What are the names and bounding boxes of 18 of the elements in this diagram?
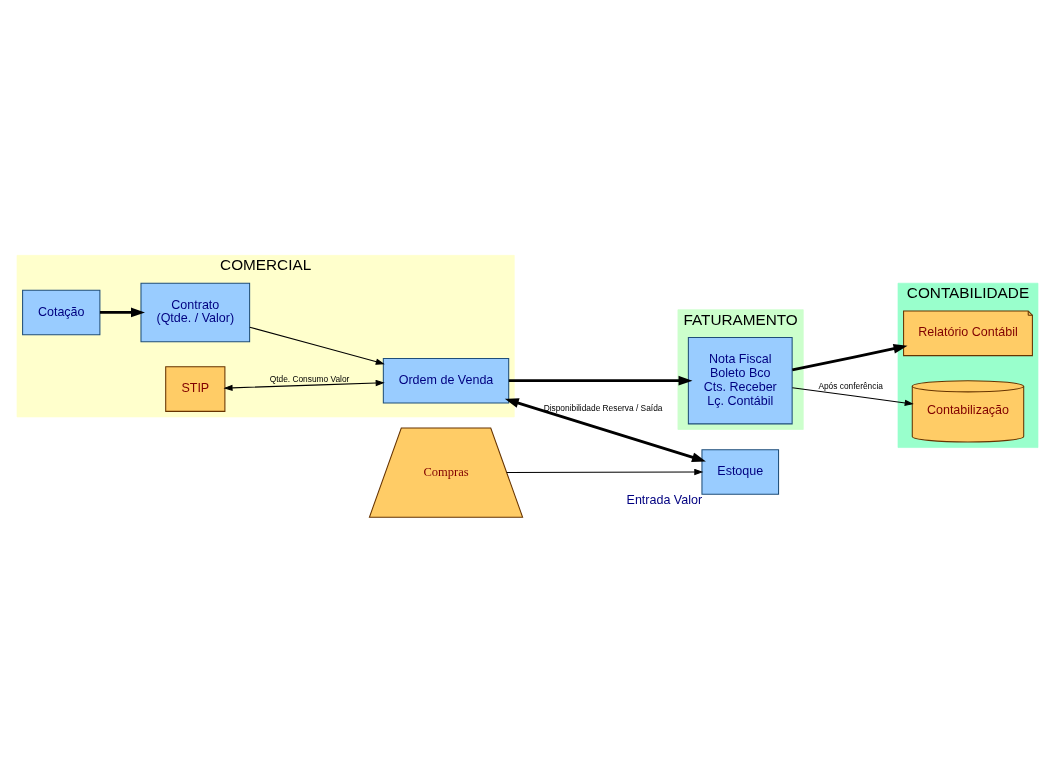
node-box: Nota Fiscal Boleto Bco Cts. Receber Lç. Contábil [687, 336, 793, 424]
arrow [223, 379, 385, 391]
arrow [791, 386, 914, 406]
arrow [504, 397, 706, 462]
node-box: Contrato (Qtde. / Valor) [140, 282, 251, 342]
node-box: STIP [165, 365, 226, 412]
arrow [99, 307, 145, 317]
edge-label: Após conferência [818, 380, 883, 391]
edge-label: Qtde. Consumo Valor [269, 373, 350, 384]
edge-label: Disponibilidade Reserva / Saída [543, 402, 663, 413]
node-box: Ordem de Venda [382, 357, 510, 403]
arrow [249, 326, 385, 365]
arrow [506, 468, 704, 475]
node-label: Entrada Valor [626, 492, 703, 507]
arrow [792, 343, 908, 371]
node-box: Estoque [701, 448, 780, 495]
arrow [508, 375, 693, 386]
node-box: Cotação [22, 289, 101, 335]
